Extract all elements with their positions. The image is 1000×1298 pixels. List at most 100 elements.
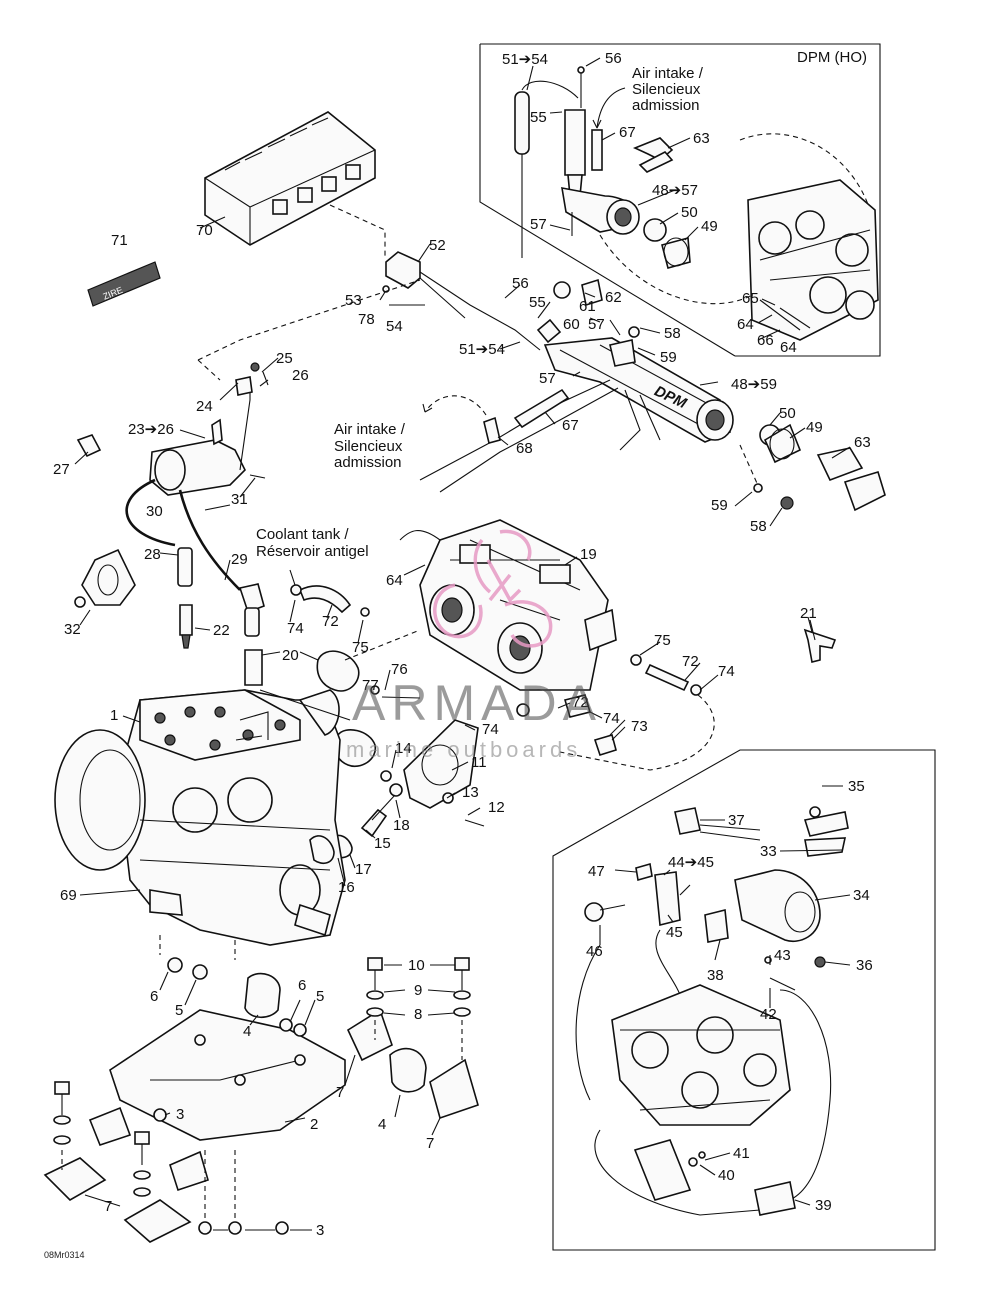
- mount-rubber-b: [389, 1047, 427, 1093]
- callout-c23-26: 23➔26: [128, 421, 174, 438]
- callout-c12: 12: [488, 799, 505, 816]
- callout-c75-b: 75: [654, 632, 671, 649]
- callout-c3-b: 3: [316, 1222, 324, 1239]
- callout-c72-a: 72: [322, 613, 339, 630]
- callout-c6-b: 6: [298, 977, 306, 994]
- right-tubes: [559, 619, 837, 771]
- callout-c28: 28: [144, 546, 161, 563]
- callout-c59-low: 59: [711, 497, 728, 514]
- intake-flange: [316, 629, 421, 699]
- callout-c62: 62: [605, 289, 622, 306]
- spring-clamp: [661, 236, 691, 269]
- callout-c56-mid: 56: [512, 275, 529, 292]
- callout-c22: 22: [213, 622, 230, 639]
- callout-c71: 71: [111, 232, 128, 249]
- ignition-coil: [76, 279, 421, 511]
- callout-c19: 19: [580, 546, 597, 563]
- connector-cylinder: [514, 91, 530, 155]
- dpm-manifold-main: DPM: [419, 278, 734, 493]
- inset-dpm-ho: DPM (HO): [479, 43, 881, 357]
- note-line: admission: [334, 454, 402, 471]
- callout-c56-top: 56: [605, 50, 622, 67]
- callout-c6-a: 6: [150, 988, 158, 1005]
- callout-c31: 31: [231, 491, 248, 508]
- watermark-logo: [433, 529, 553, 648]
- callout-c7-a: 7: [336, 1084, 344, 1101]
- callout-c58-mid: 58: [664, 325, 681, 342]
- bracket-b: [429, 1058, 479, 1120]
- ecu-module: [329, 204, 541, 351]
- solenoid-valve: [564, 109, 586, 176]
- callout-c74-a: 74: [287, 620, 304, 637]
- tube: [591, 129, 603, 171]
- carb-cluster-top: [747, 179, 879, 341]
- callout-labels: 51➔54 56 55 67 63 48➔57 50 49 57 65 64 6…: [53, 50, 873, 1239]
- note-line: Silencieux: [632, 81, 701, 98]
- callout-c7-b: 7: [426, 1135, 434, 1152]
- callout-c55-top: 55: [530, 109, 547, 126]
- note-coolant-tank: Coolant tank / Réservoir antigel: [256, 526, 369, 560]
- callout-c52: 52: [429, 237, 446, 254]
- callout-c76: 76: [391, 661, 408, 678]
- callout-c2: 2: [310, 1116, 318, 1133]
- callout-c65: 65: [742, 290, 759, 307]
- lower-mounts: [43, 1081, 289, 1243]
- dpm-ho-assembly: [514, 66, 879, 341]
- sensor-inset-parts: [575, 806, 849, 1216]
- callout-c16: 16: [338, 879, 355, 896]
- callout-c53: 53: [345, 292, 362, 309]
- callout-c42: 42: [760, 1006, 777, 1023]
- callout-c34: 34: [853, 887, 870, 904]
- callout-c58-low: 58: [750, 518, 767, 535]
- starter-rope-handle: [74, 548, 136, 608]
- callout-c57-mid: 57: [588, 316, 605, 333]
- note-line: Réservoir antigel: [256, 543, 369, 560]
- callout-c72-c: 72: [572, 694, 589, 711]
- callout-c67-top: 67: [619, 124, 636, 141]
- callout-c25: 25: [276, 350, 293, 367]
- note-line: Silencieux: [334, 438, 403, 455]
- o-ring: [643, 218, 667, 242]
- callout-c64-a: 64: [737, 316, 754, 333]
- callout-c67-mid: 67: [562, 417, 579, 434]
- callout-c18: 18: [393, 817, 410, 834]
- callout-c32: 32: [64, 621, 81, 638]
- callout-c1: 1: [110, 707, 118, 724]
- callout-c74-b: 74: [718, 663, 735, 680]
- coolant-hose: [289, 569, 370, 617]
- note-line: Air intake /: [334, 421, 406, 438]
- callout-c66: 66: [757, 332, 774, 349]
- callout-c63-mid: 63: [854, 434, 871, 451]
- callout-c21: 21: [800, 605, 817, 622]
- callout-c40: 40: [718, 1167, 735, 1184]
- callout-c3-a: 3: [176, 1106, 184, 1123]
- note-air-intake-mid: Air intake / Silencieux admission: [334, 421, 406, 471]
- engine-block: [54, 689, 351, 946]
- callout-c70: 70: [196, 222, 213, 239]
- clamps-right: [739, 423, 886, 512]
- hose-67-mid: [422, 388, 570, 444]
- callout-c74-d: 74: [603, 710, 620, 727]
- callout-c54: 54: [386, 318, 403, 335]
- hose-dashed: [599, 234, 761, 305]
- callout-c4-b: 4: [378, 1116, 386, 1133]
- callout-c8: 8: [414, 1006, 422, 1023]
- callout-c72-b: 72: [682, 653, 699, 670]
- callout-c44-45: 44➔45: [668, 854, 714, 871]
- callout-c35: 35: [848, 778, 865, 795]
- callout-c59-mid: 59: [660, 349, 677, 366]
- callout-c5-a: 5: [175, 1002, 183, 1019]
- callout-c14: 14: [395, 740, 412, 757]
- inset-sensor: [552, 749, 936, 1251]
- callout-c39: 39: [815, 1197, 832, 1214]
- callout-c36: 36: [856, 957, 873, 974]
- decal: ZIRE: [87, 261, 161, 307]
- air-silencer-box: [204, 111, 376, 246]
- watermark-brand: ARMADA: [352, 675, 602, 731]
- callout-c11: 11: [471, 754, 487, 771]
- callout-c57-low: 57: [539, 370, 556, 387]
- callout-c7-c: 7: [104, 1198, 112, 1215]
- rubber-boots: [334, 694, 626, 827]
- callout-c5-b: 5: [316, 988, 324, 1005]
- callout-c64-c: 64: [386, 572, 403, 589]
